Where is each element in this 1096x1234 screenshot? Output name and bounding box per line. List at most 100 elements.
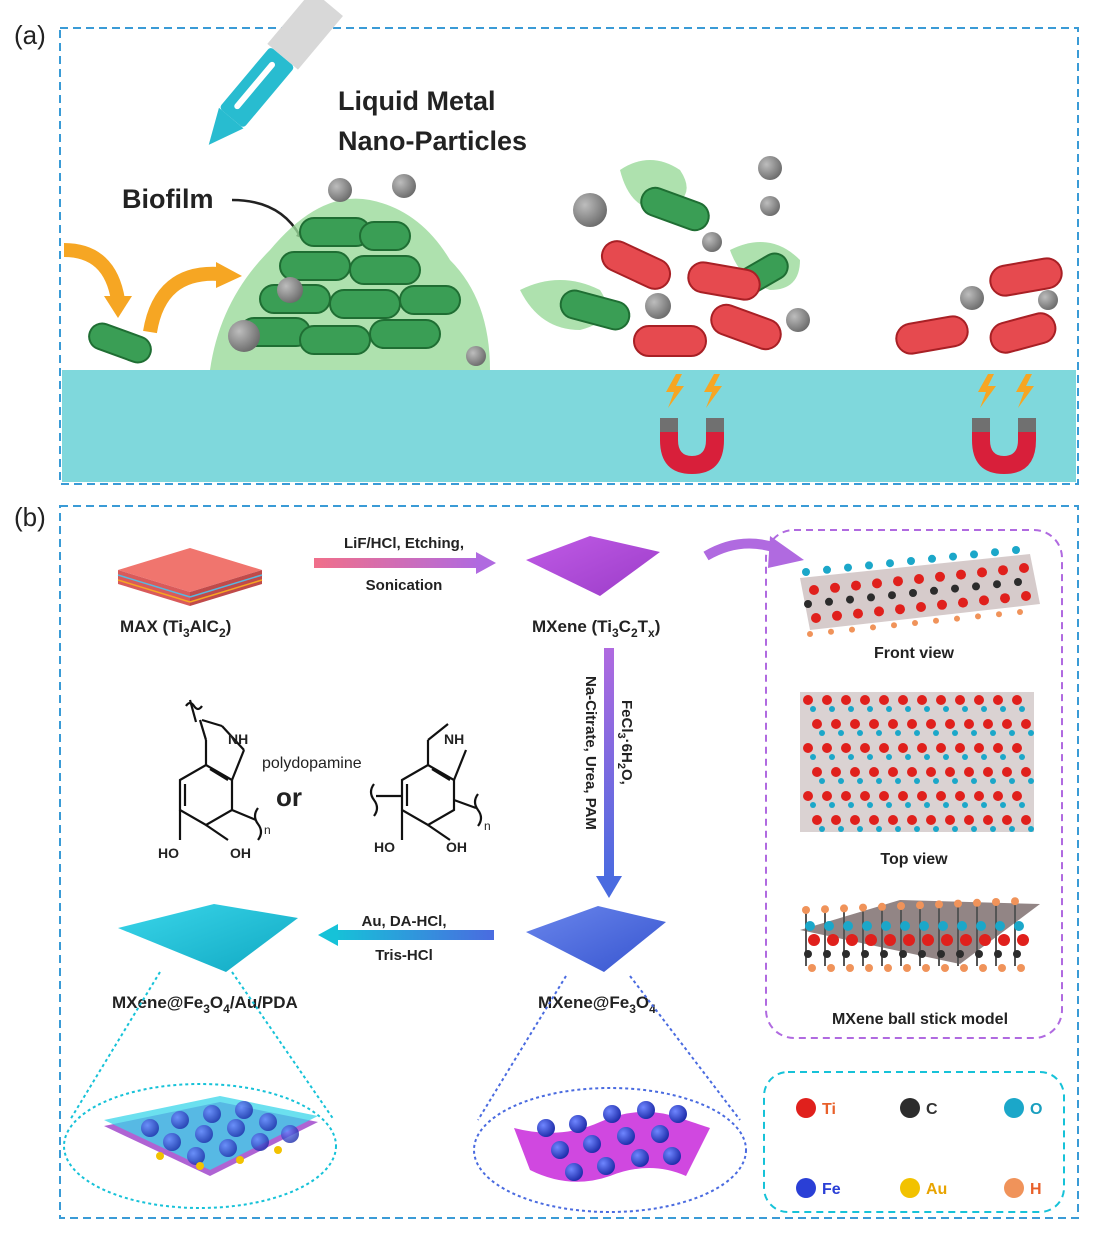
atom-ti [869, 719, 879, 729]
atom-ti [960, 934, 972, 946]
atom-o [886, 559, 894, 568]
atom-c [823, 950, 831, 958]
fe3o4-zoom-image [514, 1101, 710, 1182]
atom-c [975, 950, 983, 958]
atom-ti [841, 743, 851, 753]
atom-h [865, 964, 873, 972]
atom-ti [888, 719, 898, 729]
atom-ti [941, 934, 953, 946]
atom-o [905, 754, 911, 760]
atom-o [907, 557, 915, 565]
atom-o [981, 754, 987, 760]
legend-item-au: Au [900, 1178, 947, 1198]
atom-o [962, 802, 968, 808]
atom-ti [830, 582, 840, 593]
dispersed-biofilm [520, 156, 810, 474]
atom-ti [893, 576, 903, 587]
atom-o [1028, 730, 1034, 736]
legend-label: C [926, 1101, 938, 1118]
panel-a-frame [59, 27, 1079, 485]
atom-ti [974, 743, 984, 753]
atom-h [922, 964, 930, 972]
atom-c [880, 950, 888, 958]
atom-o [819, 778, 825, 784]
atom-ti [936, 791, 946, 801]
atom-ti [888, 815, 898, 825]
atom-ti [1019, 563, 1029, 573]
atom-ti [964, 815, 974, 825]
atom-ti [865, 934, 877, 946]
atom-o [938, 921, 948, 931]
atom-h [903, 964, 911, 972]
atom-o [876, 730, 882, 736]
atom-ti [945, 767, 955, 777]
atom-ti [983, 815, 993, 825]
atom-o [1000, 754, 1006, 760]
atom-ti [803, 791, 813, 801]
zoom-ellipse-fe3o4 [473, 1087, 747, 1213]
atom-ti [1021, 767, 1031, 777]
atom-o [952, 778, 958, 784]
atom-ti [831, 767, 841, 777]
atom-ti [841, 695, 851, 705]
atom-c [842, 950, 850, 958]
atom-ti [1002, 719, 1012, 729]
atom-o [962, 706, 968, 712]
atom-h [846, 964, 854, 972]
atom-ti [1000, 593, 1010, 604]
atom-ti [831, 815, 841, 825]
atom-ti [917, 791, 927, 801]
flow-arrow-1 [63, 243, 125, 302]
atom-o [838, 730, 844, 736]
atom-h [941, 964, 949, 972]
atom-ti [917, 695, 927, 705]
mxene-fe3o4-sheet [526, 906, 666, 972]
atom-ti [998, 565, 1008, 576]
atom-ti [860, 743, 870, 753]
atom-h [935, 900, 943, 909]
atom-ti [979, 595, 989, 606]
panel-b-label: (b) [14, 502, 46, 532]
atom-ti [811, 613, 821, 623]
atom-c [918, 950, 926, 958]
atom-o [962, 754, 968, 760]
atom-o [957, 921, 967, 931]
atom-h [849, 626, 855, 633]
max-stack [117, 548, 263, 606]
atom-c [804, 950, 812, 958]
atom-o [876, 826, 882, 832]
atom-h [954, 899, 962, 908]
atom-ti [1021, 591, 1031, 601]
atom-ti [850, 815, 860, 825]
atom-ti [872, 578, 882, 589]
atom-o [976, 921, 986, 931]
biofilm-bacteria [239, 217, 461, 355]
atom-h [1011, 897, 1019, 906]
lone-bacterium [88, 322, 152, 364]
atom-o [1000, 802, 1006, 808]
atom-h [975, 613, 981, 620]
legend-label: O [1030, 1101, 1042, 1118]
atom-o [1009, 826, 1015, 832]
atom-ti [808, 934, 820, 946]
lm-particles-a [228, 174, 486, 366]
atom-o [981, 706, 987, 712]
atom-o [867, 802, 873, 808]
atom-o [905, 802, 911, 808]
atom-ti [846, 934, 858, 946]
atom-ti [850, 767, 860, 777]
atom-c [993, 580, 1001, 589]
composite-zoom-image [104, 1096, 318, 1176]
legend-item-c: C [900, 1098, 938, 1118]
nh-2: NH [444, 731, 464, 747]
atom-o [995, 921, 1005, 931]
atom-ti [983, 719, 993, 729]
atom-c [930, 586, 938, 595]
atom-o [990, 826, 996, 832]
mxene-fe3o4-label: MXene@Fe3O4 [538, 993, 656, 1016]
atom-o [991, 548, 999, 557]
magnet-icon-2 [972, 418, 1036, 474]
atom-o [933, 730, 939, 736]
atom-o [952, 730, 958, 736]
atom-o [949, 552, 957, 561]
